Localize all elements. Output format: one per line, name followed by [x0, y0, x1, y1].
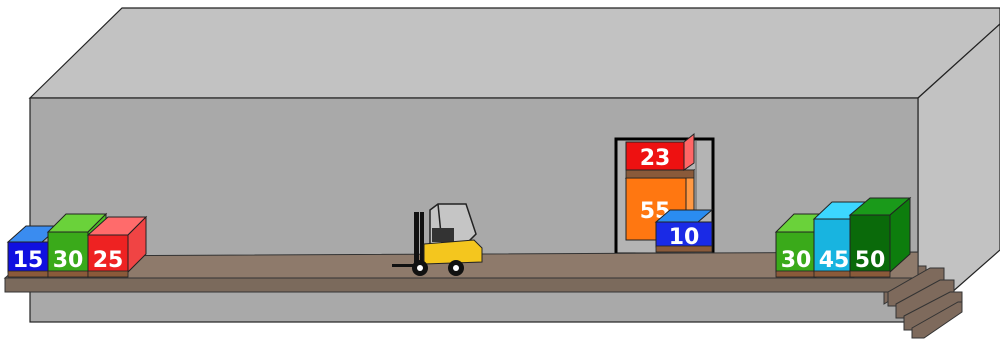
- shelf-pallet-base: [626, 170, 694, 178]
- pallet-right-2-label: 45: [819, 248, 850, 273]
- pallet-shelf-3-label: 10: [669, 225, 700, 250]
- pallet-shelf-1-label: 23: [640, 146, 671, 171]
- pallet-left-1-label: 15: [13, 248, 44, 273]
- warehouse-roof: [30, 8, 1000, 98]
- pallet-shelf-3: 10: [656, 210, 712, 252]
- pallet-right-1-label: 30: [781, 248, 812, 273]
- pallet-right-3-label: 50: [855, 248, 886, 273]
- pallet-left-3-label: 25: [93, 248, 124, 273]
- pallet-group-left: 15 30 25: [8, 214, 146, 277]
- pallet-left-2-label: 30: [53, 248, 84, 273]
